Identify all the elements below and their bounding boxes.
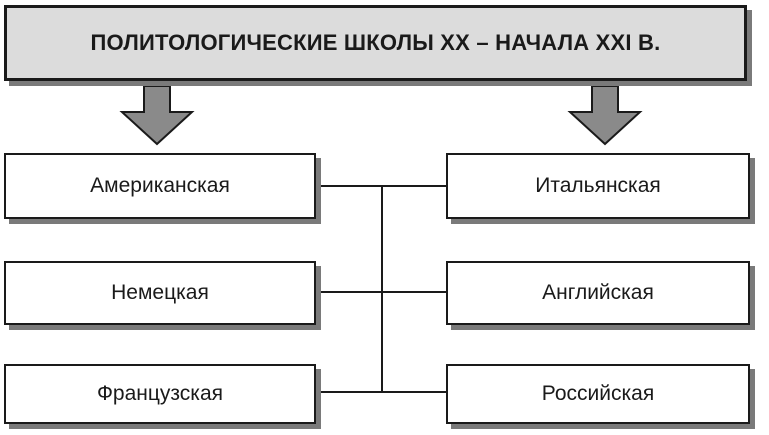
school-label: Российская xyxy=(541,382,655,405)
arrow-down-right-icon xyxy=(567,86,643,146)
school-label: Немецкая xyxy=(111,281,209,304)
school-box-french: Французская xyxy=(4,364,316,424)
arrow-down-left-icon xyxy=(119,86,195,146)
diagram-title: ПОЛИТОЛОГИЧЕСКИЕ ШКОЛЫ XX – НАЧАЛА XXI В… xyxy=(4,5,747,81)
diagram-title-text: ПОЛИТОЛОГИЧЕСКИЕ ШКОЛЫ XX – НАЧАЛА XXI В… xyxy=(90,30,661,55)
school-label: Английская xyxy=(542,281,654,304)
school-label: Французская xyxy=(96,382,224,405)
school-label: Итальянская xyxy=(535,174,661,197)
school-box-english: Английская xyxy=(446,261,750,325)
school-box-american: Американская xyxy=(4,153,316,219)
school-box-german: Немецкая xyxy=(4,261,316,325)
school-box-italian: Итальянская xyxy=(446,153,750,219)
school-label: Американская xyxy=(90,174,230,197)
school-box-russian: Российская xyxy=(446,364,750,424)
